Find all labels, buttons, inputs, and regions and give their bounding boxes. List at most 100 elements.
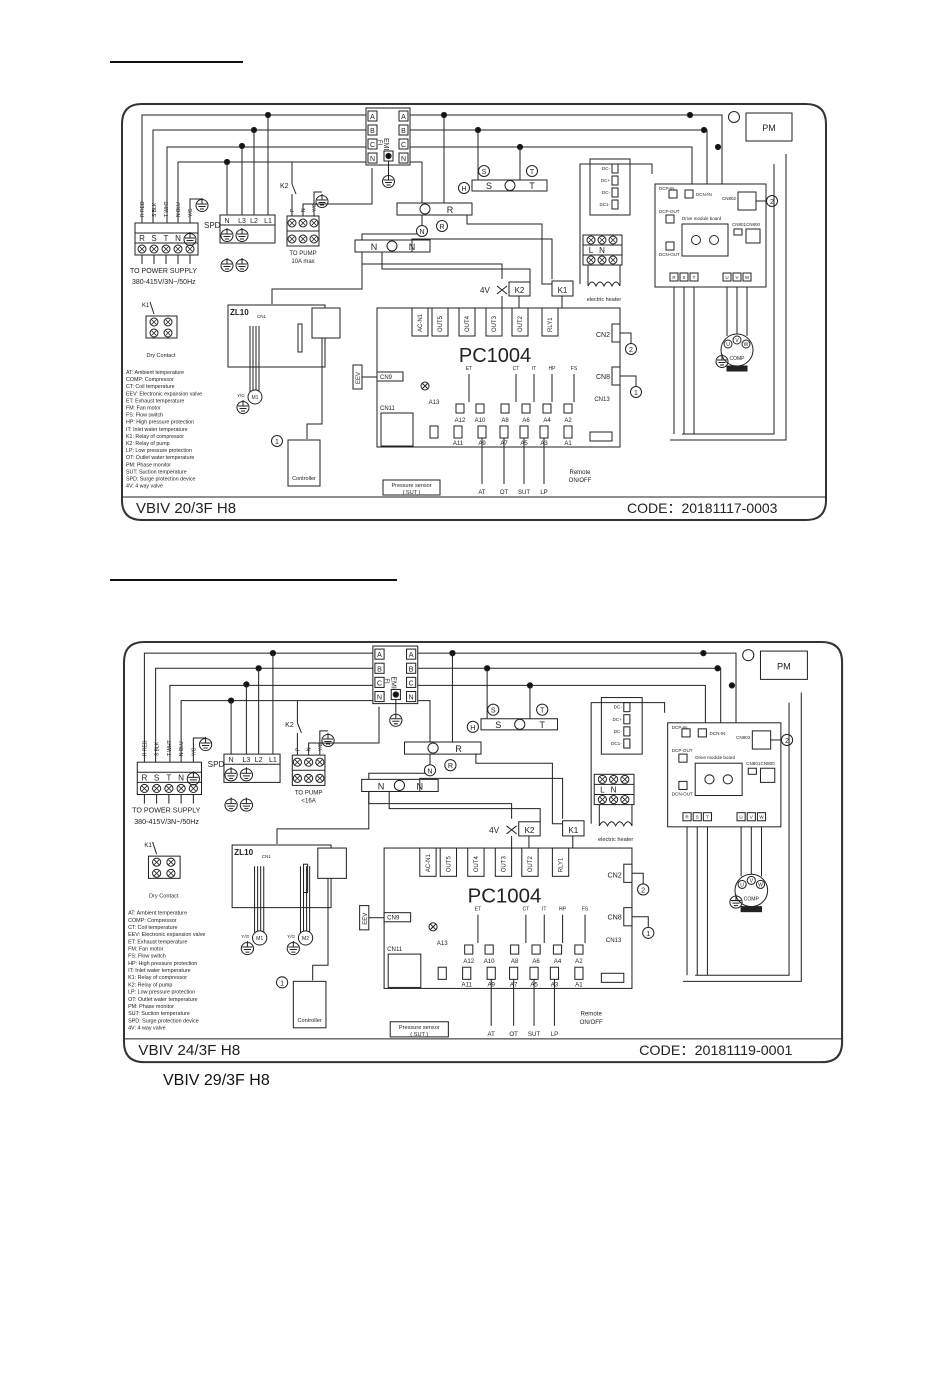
label: OUT3 — [492, 315, 498, 332]
sensor-port — [563, 403, 573, 414]
ground-ring — [389, 713, 403, 727]
legend-item: CT: Coil temperature — [126, 384, 175, 390]
screw-cross — [178, 785, 184, 792]
ground-ring — [239, 798, 254, 812]
ground-ring — [183, 233, 197, 246]
coil-icon — [393, 779, 406, 791]
cn13-connector — [600, 972, 625, 983]
label: ( SUT ) — [403, 490, 421, 496]
pcb-connector — [467, 847, 485, 877]
label: DCN-IN — [709, 731, 725, 736]
terminal-label: S — [154, 773, 160, 782]
label: DCN-OUT — [659, 252, 680, 257]
label: CT — [522, 907, 529, 913]
label: CN801 — [746, 761, 761, 766]
comp-terminal — [741, 339, 751, 349]
rst-pin — [692, 812, 702, 822]
label: OUT5 — [445, 856, 452, 873]
label: COMP — [730, 356, 746, 362]
label: P — [295, 747, 301, 751]
legend-item: HP: High pressure protection — [128, 961, 197, 967]
label: B — [377, 665, 382, 673]
label: A2 — [575, 958, 583, 965]
label: N — [377, 694, 382, 702]
cn9-box — [383, 912, 412, 923]
junction-dot — [714, 143, 722, 151]
label: A1 — [564, 441, 572, 447]
power-supply-label: TO POWER SUPPLY — [132, 807, 201, 815]
label: W — [744, 342, 749, 348]
dcn-in-pin — [684, 189, 694, 199]
dc-pin — [611, 163, 619, 174]
label: S — [491, 707, 496, 715]
sensor-port — [462, 966, 472, 980]
sensor-port — [542, 403, 552, 414]
label: R — [447, 205, 454, 215]
screw-cross — [610, 237, 616, 243]
dc-terminal-box — [589, 158, 631, 216]
label: K2 — [280, 183, 289, 190]
label: V — [750, 878, 754, 884]
controller-box — [292, 980, 327, 1029]
legend-item: SPD: Surge protection device — [128, 1018, 199, 1024]
wire — [302, 168, 373, 216]
label: N — [371, 242, 378, 252]
coil-icon — [427, 742, 439, 754]
sensor-port — [429, 425, 439, 439]
pcb-connector — [551, 847, 570, 877]
extra-model-label: VBIV 29/3F H8 — [163, 1072, 270, 1089]
ground-icon — [288, 940, 299, 953]
label: C — [409, 679, 414, 687]
rst-pin — [689, 272, 699, 282]
heading-underline-2 — [110, 579, 397, 581]
label: CN8 — [596, 374, 610, 381]
pump-rating-label: 10A max — [291, 259, 314, 265]
contactor-r — [396, 202, 473, 216]
diagram-frame — [121, 103, 827, 521]
heater-coil-icon — [598, 821, 633, 827]
label: B — [409, 665, 414, 673]
label: 1 — [634, 390, 638, 397]
cn11-connector — [380, 412, 414, 447]
connector-circle-icon — [444, 759, 457, 772]
label: Y/G — [287, 934, 295, 939]
label: T — [539, 720, 545, 730]
label: S — [682, 275, 685, 280]
label: RLY1 — [558, 857, 565, 872]
wire — [670, 154, 787, 441]
screw-cross — [305, 759, 312, 766]
label: EMI — [389, 676, 397, 689]
label: SUT — [518, 490, 530, 496]
cn-header — [297, 323, 303, 353]
comp-terminal — [723, 339, 733, 349]
rst-pin — [679, 272, 689, 282]
label: AC-N1 — [418, 313, 424, 332]
sensor-port — [453, 425, 463, 439]
fan-motor-icon — [297, 930, 314, 946]
connector-circle-icon — [466, 720, 479, 733]
label: HP — [549, 366, 557, 372]
k2-switch — [291, 183, 297, 195]
legend-item: LP: Low pressure protection — [128, 990, 195, 996]
label: 2 — [629, 347, 633, 354]
label: CN11 — [380, 406, 396, 412]
pcb-connector — [458, 307, 476, 337]
heater-label: electric heater — [587, 297, 622, 303]
screw-cross — [151, 246, 157, 252]
wire — [180, 700, 373, 763]
connector-circle-icon — [536, 703, 549, 716]
label: A13 — [429, 400, 440, 406]
label: N — [401, 156, 406, 163]
led-cross — [421, 382, 429, 390]
legend-item: CT: Coil temperature — [128, 925, 177, 931]
label: EEV — [362, 912, 369, 925]
label: 1 — [646, 930, 650, 938]
dcp-in-pin — [681, 728, 691, 738]
label: LP — [551, 1031, 558, 1038]
label: CN802 — [722, 196, 737, 201]
uvw-pin — [732, 272, 742, 282]
connector-circle-icon — [625, 343, 637, 355]
label: DCP-OUT — [672, 748, 693, 753]
